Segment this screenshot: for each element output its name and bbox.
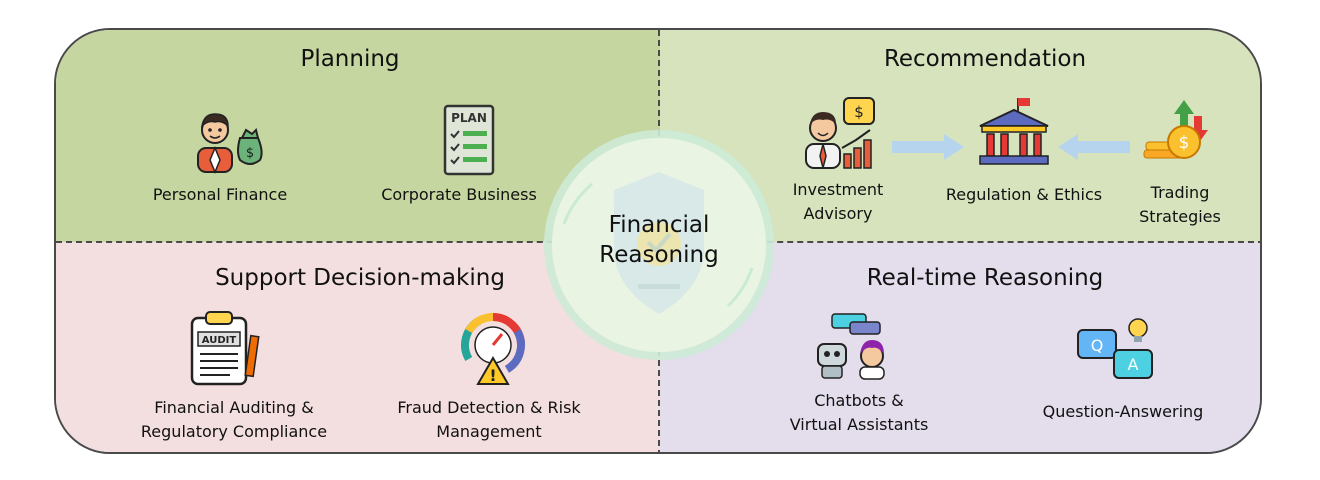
- qa-bubbles-icon: Q A: [1077, 318, 1153, 379]
- bank-building-icon: [979, 98, 1049, 165]
- svg-text:!: !: [489, 366, 496, 385]
- arrow-right-icon: [892, 134, 964, 160]
- regulation-ethics-label: Regulation & Ethics: [945, 185, 1103, 204]
- q-text: Q: [1091, 336, 1104, 355]
- planning-title: Planning: [300, 46, 400, 72]
- svg-text:$: $: [246, 146, 254, 161]
- svg-text:$: $: [854, 103, 864, 121]
- audit-icon-text: AUDIT: [202, 335, 237, 346]
- recommendation-title: Recommendation: [883, 46, 1087, 72]
- realtime-reasoning-title: Real-time Reasoning: [866, 265, 1104, 291]
- recommendation-quadrant: [660, 30, 1260, 242]
- audit-clipboard-icon: AUDIT: [190, 311, 260, 386]
- arrow-left-icon: [1058, 134, 1130, 160]
- svg-text:$: $: [1179, 133, 1190, 153]
- a-text: A: [1128, 355, 1139, 374]
- shield-check-icon: [562, 172, 754, 314]
- advisor-growth-icon: $: [805, 97, 875, 169]
- risk-gauge-icon: !: [460, 313, 525, 385]
- corporate-business-label: Corporate Business: [381, 185, 537, 204]
- financial-auditing-label: Financial Auditing &Regulatory Complianc…: [140, 398, 328, 441]
- chatbot-assistant-icon: [817, 313, 885, 380]
- question-answering-label: Question-Answering: [1042, 402, 1204, 421]
- plan-icon-text: PLAN: [451, 111, 487, 125]
- plan-checklist-icon: PLAN: [443, 104, 495, 176]
- personal-finance-label: Personal Finance: [152, 185, 288, 204]
- person-money-bag-icon: $: [197, 113, 263, 174]
- coins-trading-icon: $: [1143, 100, 1208, 159]
- chatbots-label: Chatbots &Virtual Assistants: [789, 391, 929, 434]
- center-title: Financial Reasoning: [599, 212, 719, 268]
- support-decision-title: Support Decision-making: [215, 265, 505, 291]
